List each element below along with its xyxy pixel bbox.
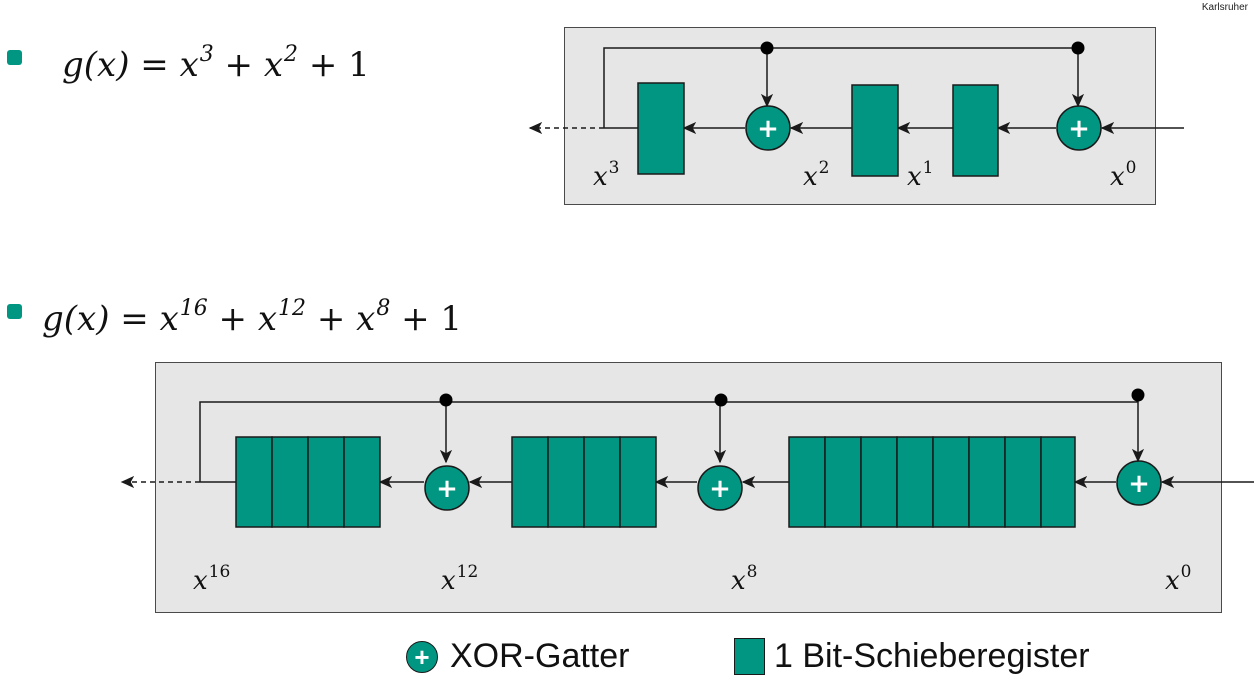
- xor-gate-2-b: +: [697, 465, 743, 511]
- label-2-x12: x12: [441, 562, 479, 596]
- legend-register-label: 1 Bit-Schieberegister: [774, 637, 1090, 675]
- register-bit: [1040, 436, 1076, 528]
- bullet-2: [7, 304, 22, 319]
- label-exp: 12: [456, 562, 479, 582]
- label-2-x0: x0: [1165, 562, 1192, 596]
- xor-gate-2-c-circle: [1116, 460, 1162, 506]
- register-bit: [343, 436, 381, 528]
- register-bit: [511, 436, 549, 528]
- formula-2-term2-base: + x: [207, 299, 278, 339]
- register-bit: [896, 436, 934, 528]
- label-exp: 16: [208, 562, 231, 582]
- register-group-2-x16: [235, 436, 381, 528]
- label-exp: 0: [1125, 158, 1137, 178]
- formula-2: g(x) = x16 + x12 + x8 + 1: [42, 296, 463, 339]
- register-bit: [547, 436, 585, 528]
- bullet-1: [7, 50, 22, 65]
- register-1-x2: [851, 84, 899, 177]
- register-group-2-x12: [511, 436, 657, 528]
- label-exp: 0: [1180, 562, 1192, 582]
- xor-gate-1-a-circle: [745, 105, 791, 151]
- label-1-x3: x3: [593, 158, 620, 192]
- register-bit: [860, 436, 898, 528]
- label-exp: 1: [922, 158, 934, 178]
- label-base: x: [907, 162, 922, 192]
- xor-gate-1-b-symbol: +: [1068, 114, 1090, 144]
- register-bit: [968, 436, 1006, 528]
- legend-xor: + XOR-Gatter: [406, 637, 629, 676]
- xor-gate-icon: +: [406, 640, 438, 673]
- xor-gate-1-a: +: [745, 105, 791, 151]
- formula-2-term3-exp: 8: [376, 296, 391, 321]
- tap-dot-2-x12: [439, 393, 453, 407]
- register-bit: [1004, 436, 1042, 528]
- formula-1-term1-exp: 3: [199, 42, 214, 67]
- label-base: x: [441, 566, 456, 596]
- xor-gate-1-a-symbol: +: [757, 114, 779, 144]
- register-bit: [307, 436, 345, 528]
- register-bit: [235, 436, 273, 528]
- xor-gate-2-c-symbol: +: [1128, 469, 1150, 499]
- formula-2-term1-exp: 16: [179, 296, 208, 321]
- xor-gate-2-b-circle: [697, 465, 743, 511]
- label-exp: 2: [818, 158, 830, 178]
- register-bit: [271, 436, 309, 528]
- formula-2-tail: + 1: [390, 299, 463, 339]
- xor-gate-2-a: +: [424, 465, 470, 511]
- xor-gate-1-b: +: [1056, 105, 1102, 151]
- label-exp: 8: [746, 562, 758, 582]
- label-base: x: [193, 566, 208, 596]
- xor-gate-1-b-circle: [1056, 105, 1102, 151]
- formula-1: g(x) = x3 + x2 + 1: [62, 42, 370, 85]
- formula-2-term2-exp: 12: [278, 296, 307, 321]
- formula-2-prefix: g(x) = x: [42, 299, 179, 339]
- tap-dot-2-x8: [714, 393, 728, 407]
- xor-gate-2-a-circle: [424, 465, 470, 511]
- tap-dot-1-x2: [760, 41, 774, 55]
- xor-gate-2-b-symbol: +: [709, 474, 731, 504]
- legend-xor-label: XOR-Gatter: [450, 637, 630, 675]
- label-base: x: [803, 162, 818, 192]
- xor-gate-icon-symbol: +: [414, 641, 430, 672]
- label-base: x: [1165, 566, 1180, 596]
- xor-gate-2-c: +: [1116, 460, 1162, 506]
- formula-1-term2-exp: 2: [284, 42, 299, 67]
- tap-dot-2-x0: [1131, 388, 1145, 402]
- label-2-x8: x8: [731, 562, 758, 596]
- register-bit: [788, 436, 826, 528]
- label-1-x0: x0: [1110, 158, 1137, 192]
- register-bit: [932, 436, 970, 528]
- label-base: x: [593, 162, 608, 192]
- register-1-x1: [952, 84, 999, 177]
- register-1-x3: [637, 82, 685, 175]
- register-bit: [583, 436, 621, 528]
- register-bit: [619, 436, 657, 528]
- header-corner-text: Karlsruher: [1201, 2, 1248, 13]
- formula-1-prefix: g(x) = x: [62, 45, 199, 85]
- label-1-x2: x2: [803, 158, 830, 192]
- label-exp: 3: [608, 158, 620, 178]
- label-1-x1: x1: [907, 158, 934, 192]
- label-base: x: [1110, 162, 1125, 192]
- xor-gate-2-a-symbol: +: [436, 474, 458, 504]
- tap-dot-1-x0: [1071, 41, 1085, 55]
- register-bit: [824, 436, 862, 528]
- label-base: x: [731, 566, 746, 596]
- register-group-2-x8: [788, 436, 1076, 528]
- legend-register: 1 Bit-Schieberegister: [734, 637, 1090, 676]
- register-icon: [734, 638, 765, 675]
- formula-1-tail: + 1: [298, 45, 370, 85]
- label-2-x16: x16: [193, 562, 231, 596]
- formula-2-term3-base: + x: [306, 299, 376, 339]
- feedback-line-1: [603, 47, 1078, 128]
- formula-1-term2-base: + x: [213, 45, 284, 85]
